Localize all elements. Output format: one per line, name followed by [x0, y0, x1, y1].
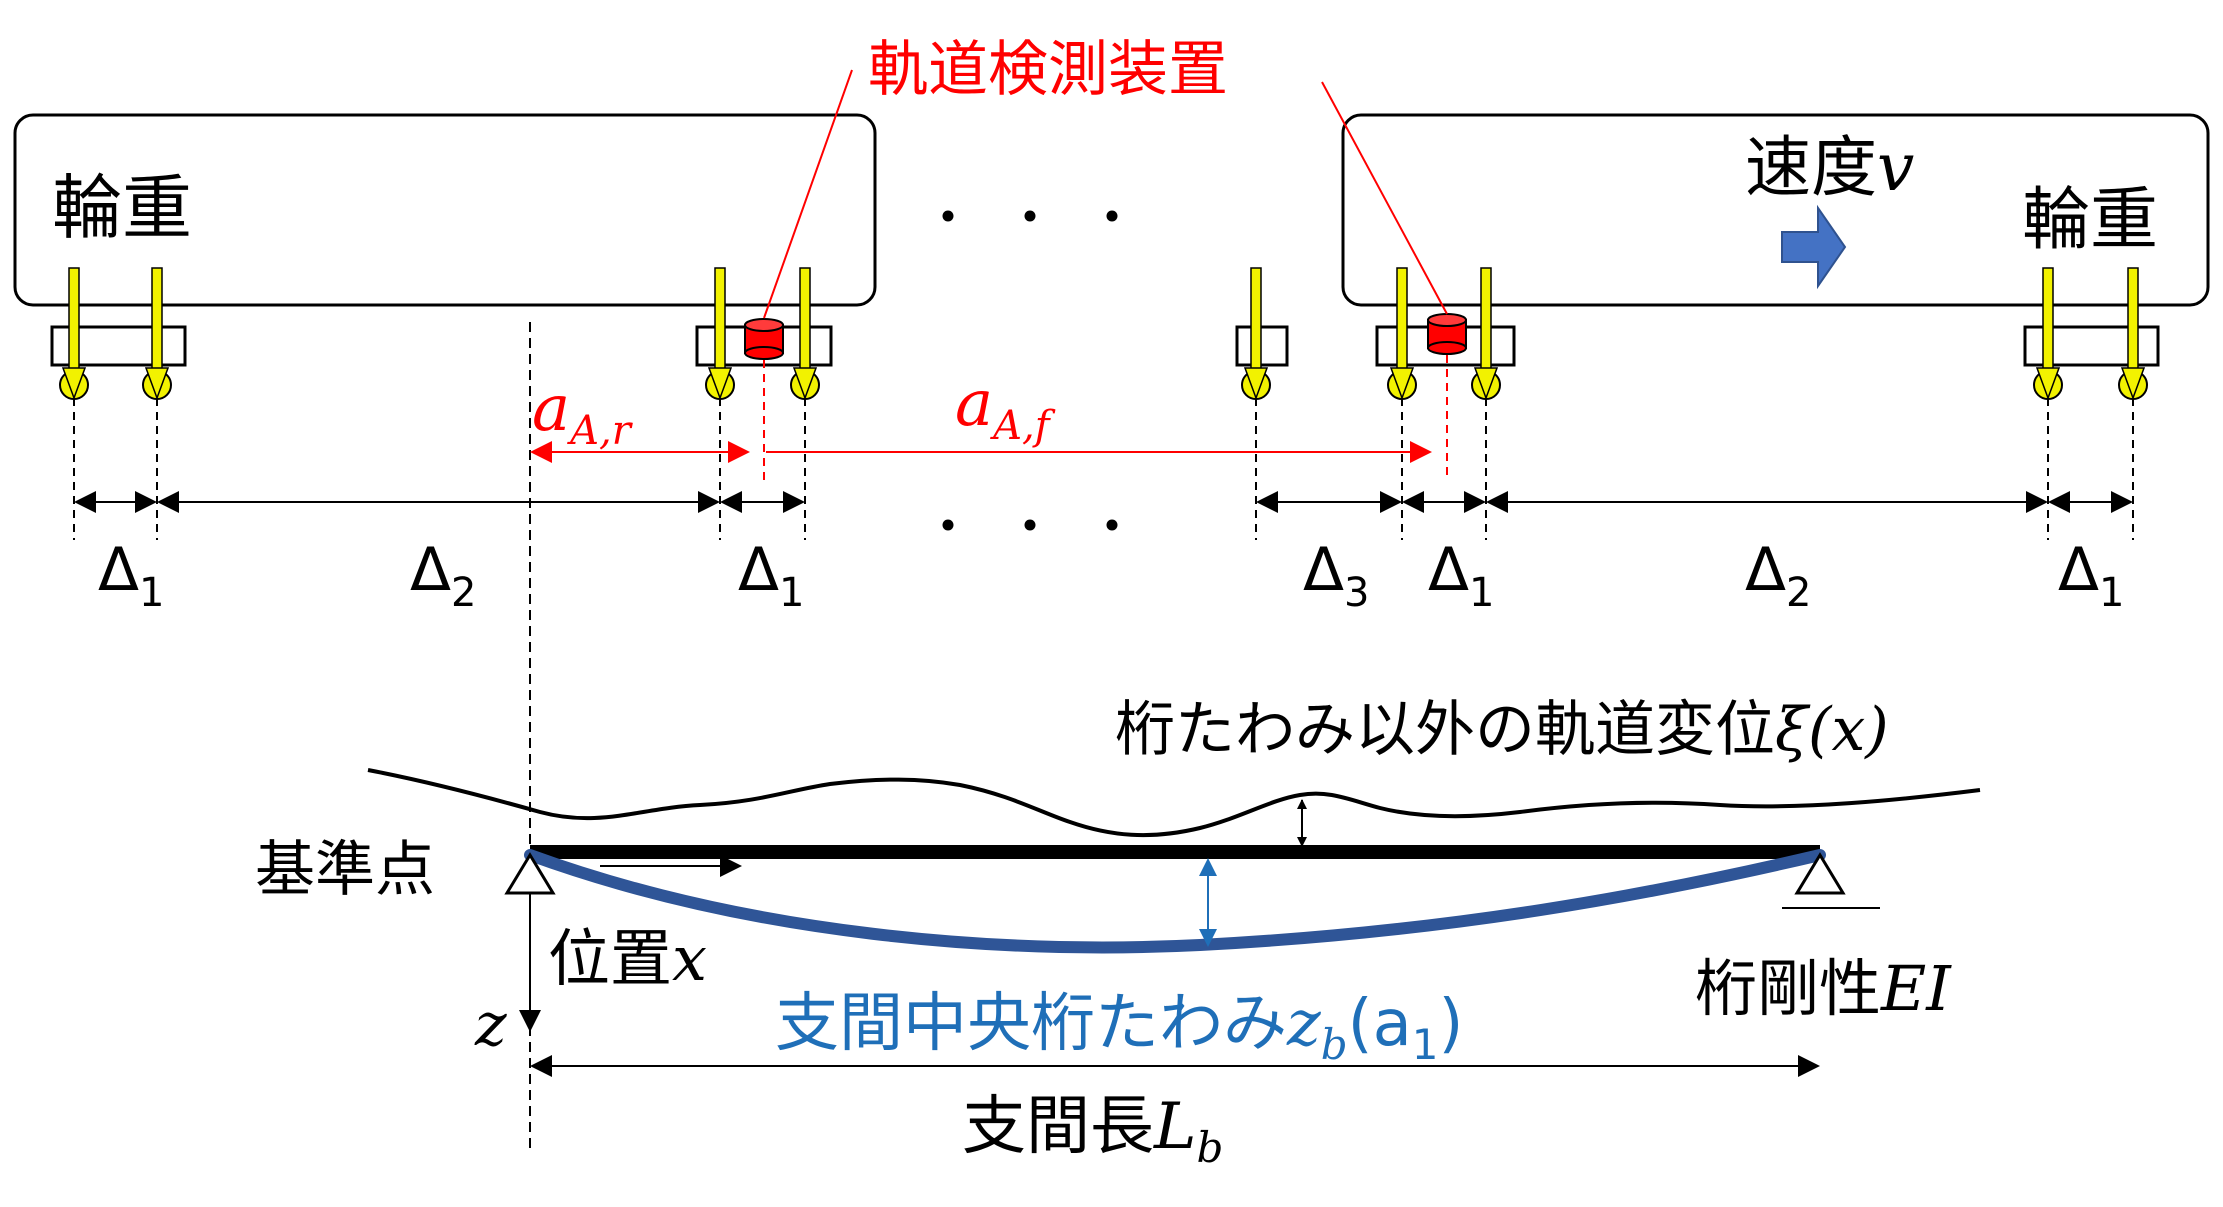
span-length-label: 支間長Lb [962, 1090, 1223, 1172]
position-label: 位置x [548, 922, 707, 995]
delta2-label-2: Δ2 [1745, 535, 1812, 616]
car-body-right [1341, 113, 2210, 307]
a-af-label: aA,f [955, 367, 1056, 449]
z-axis-label: z [474, 990, 507, 1060]
axle-load-arrow [1241, 267, 1271, 401]
reference-point-label: 基準点 [255, 835, 435, 905]
right-support-icon [1794, 852, 1846, 895]
wheel-load-label-left: 輪重 [52, 167, 192, 249]
axle-load-arrow [59, 267, 89, 401]
axle-load-arrow [1471, 267, 1501, 401]
ellipsis-top: ・・・ [922, 189, 1168, 249]
midspan-deflection-label: 支間中央桁たわみzb(a1) [775, 987, 1464, 1069]
delta1-label-2: Δ1 [738, 535, 805, 616]
device-leader-right [1321, 81, 1448, 315]
speed-arrow-icon [1781, 204, 1847, 290]
bogie-3-partial [1235, 325, 1289, 367]
device-leader-left [763, 69, 853, 319]
axle-load-arrow [2118, 267, 2148, 401]
axle-load-arrow [790, 267, 820, 401]
ellipsis-mid: ・・・ [922, 498, 1168, 558]
deflection-curve [524, 849, 1826, 954]
inspection-device-right [1427, 313, 1467, 355]
delta3-label: Δ3 [1303, 535, 1370, 616]
girder-stiffness-label: 桁剛性EI [1695, 952, 1952, 1025]
other-irregularity-line [367, 768, 1981, 838]
delta1-label-3: Δ1 [1428, 535, 1495, 616]
axle-load-arrow [142, 267, 172, 401]
wheel-load-label-right: 輪重 [2022, 181, 2158, 260]
delta1-label-4: Δ1 [2058, 535, 2125, 616]
wheel-dashlines [73, 398, 2134, 540]
delta1-label-1: Δ1 [98, 535, 165, 616]
inspection-device-left [744, 318, 784, 360]
device-label: 軌道検測装置 [868, 35, 1228, 105]
speed-label: 速度v [1745, 129, 1914, 206]
delta2-label-1: Δ2 [410, 535, 477, 616]
other-irregularity-label: 桁たわみ以外の軌道変位ξ(x) [1115, 695, 1889, 765]
a-ar-label: aA,r [532, 372, 634, 454]
car-body-left [13, 113, 877, 307]
